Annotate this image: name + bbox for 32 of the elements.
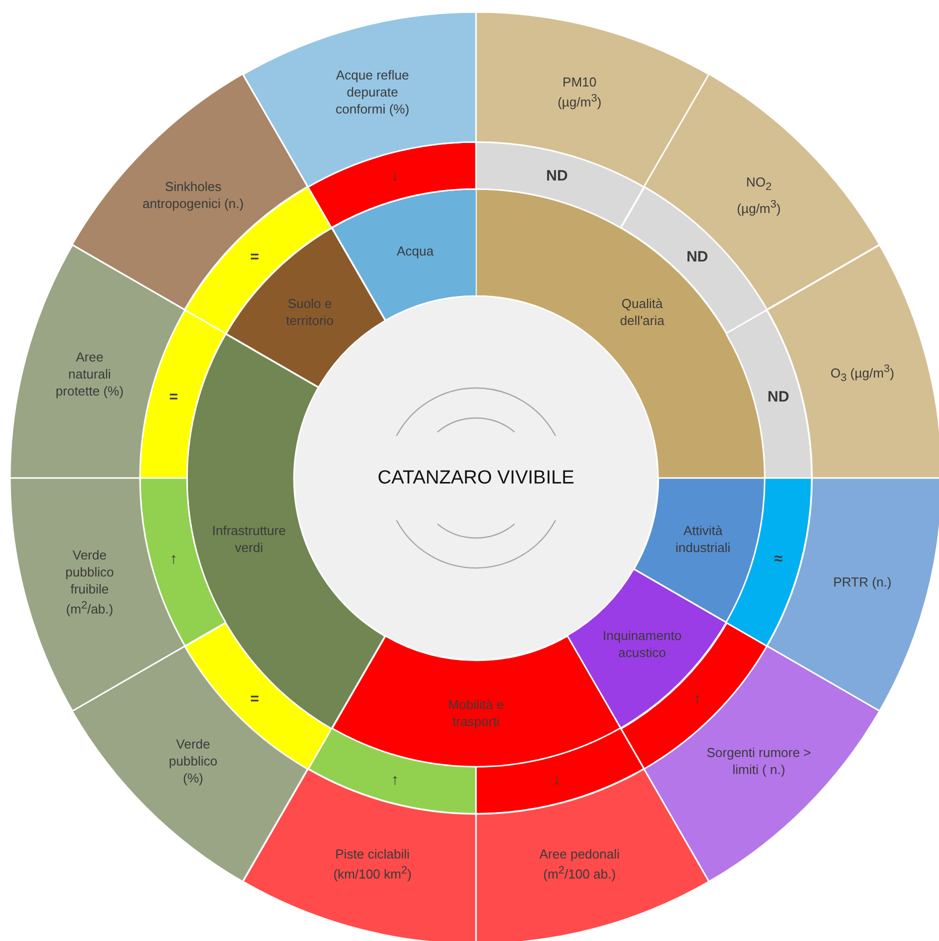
segment-label: Sorgenti rumore > limiti ( n.)	[706, 744, 812, 778]
segment-label: Piste ciclabili (km/100 km$^{2}$)	[332, 846, 413, 884]
trend-symbol: ↑	[170, 550, 178, 568]
trend-symbol: ND	[686, 248, 708, 266]
segment-label: NO$_{2}$ (µg/m$^{3}$)	[736, 174, 782, 217]
trend-symbol: ↓	[391, 167, 399, 184]
segment-label: Aree pedonali (m$^{2}$/100 ab.)	[538, 846, 621, 884]
segment-label: Qualità dell'aria	[618, 294, 666, 329]
trend-symbol: =	[169, 388, 178, 406]
trend-symbol: ↑	[391, 772, 399, 789]
segment-label: Inquinamento acustico	[602, 627, 683, 662]
trend-symbol: ↑	[694, 690, 702, 708]
segment-label: Infrastrutture verdi	[211, 522, 287, 556]
segment-label: Aree naturali protette (%)	[54, 348, 125, 400]
trend-symbol: ↓	[553, 772, 561, 789]
segment-label: Verde pubblico (%)	[168, 735, 218, 786]
trend-symbol: ND	[768, 388, 790, 406]
segment-label: Suolo e territorio	[284, 294, 335, 329]
center-title: CATANZARO VIVIBILE	[378, 470, 574, 486]
segment-label: Acqua	[396, 242, 434, 260]
segment-label: PRTR (n.)	[833, 573, 892, 590]
trend-symbol: =	[250, 248, 260, 266]
segment-label: PM10 (µg/m$^{3}$)	[556, 72, 602, 110]
segment-label: Sinkholes antropogenici (n.)	[142, 178, 245, 212]
segment-label: Acque reflue depurate conformi (%)	[334, 66, 410, 118]
segment-label: O$_{3}$ (µg/m$^{3}$)	[830, 362, 894, 386]
trend-symbol: ≈	[774, 550, 782, 568]
segment-label: Mobilità e trasporti	[447, 696, 505, 730]
segment-label: Attività industriali	[674, 522, 732, 556]
segment-label: Verde pubblico fruibile (m$^{2}$/ab.)	[64, 546, 115, 618]
trend-symbol: ND	[546, 167, 568, 184]
trend-symbol: =	[250, 690, 260, 708]
